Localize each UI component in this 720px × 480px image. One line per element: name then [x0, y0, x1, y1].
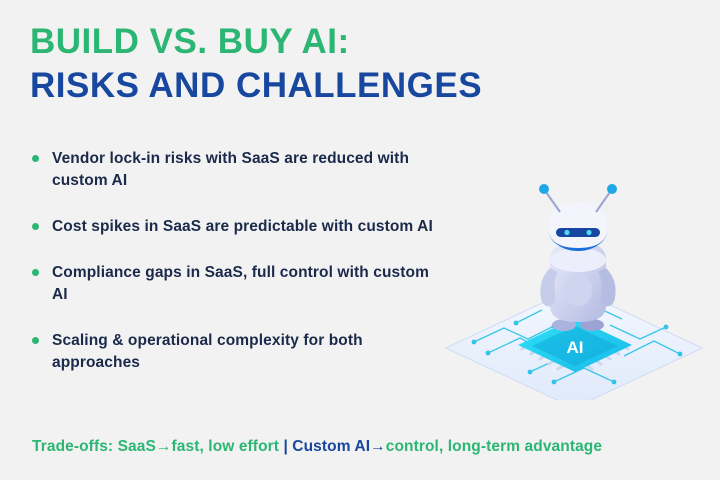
- list-item-text: Compliance gaps in SaaS, full control wi…: [52, 264, 429, 303]
- list-item: Scaling & operational complexity for bot…: [28, 330, 448, 374]
- bullet-list: Vendor lock-in risks with SaaS are reduc…: [28, 148, 448, 374]
- footer-part-1: Trade-offs: SaaS→fast, low effort: [32, 438, 280, 455]
- bullet-dot-icon: [32, 223, 39, 230]
- svg-text:AI: AI: [567, 338, 584, 357]
- ai-chip-icon: AI: [518, 318, 632, 372]
- list-item-text: Cost spikes in SaaS are predictable with…: [52, 218, 433, 235]
- list-item: Vendor lock-in risks with SaaS are reduc…: [28, 148, 448, 192]
- footer-part-3: control, long-term advantage: [385, 438, 603, 455]
- page-title-line-1: BUILD VS. BUY AI:: [30, 22, 350, 61]
- list-item: Compliance gaps in SaaS, full control wi…: [28, 262, 448, 306]
- footer-tagline: Trade-offs: SaaS→fast, low effort | Cust…: [32, 438, 702, 456]
- robot-figure: [539, 184, 617, 331]
- page-title-line-2: RISKS AND CHALLENGES: [30, 65, 483, 105]
- footer-separator: |: [279, 438, 293, 455]
- bullet-dot-icon: [32, 155, 39, 162]
- bullet-dot-icon: [32, 269, 39, 276]
- list-item: Cost spikes in SaaS are predictable with…: [28, 216, 448, 238]
- list-item-text: Scaling & operational complexity for bot…: [52, 332, 363, 371]
- list-item-text: Vendor lock-in risks with SaaS are reduc…: [52, 150, 410, 189]
- bullet-dot-icon: [32, 337, 39, 344]
- robot-on-ai-chip-illustration: AI: [434, 120, 714, 409]
- title-block: BUILD VS. BUY AI: RISKS AND CHALLENGES: [30, 20, 630, 108]
- footer-part-2: Custom AI→: [292, 438, 386, 455]
